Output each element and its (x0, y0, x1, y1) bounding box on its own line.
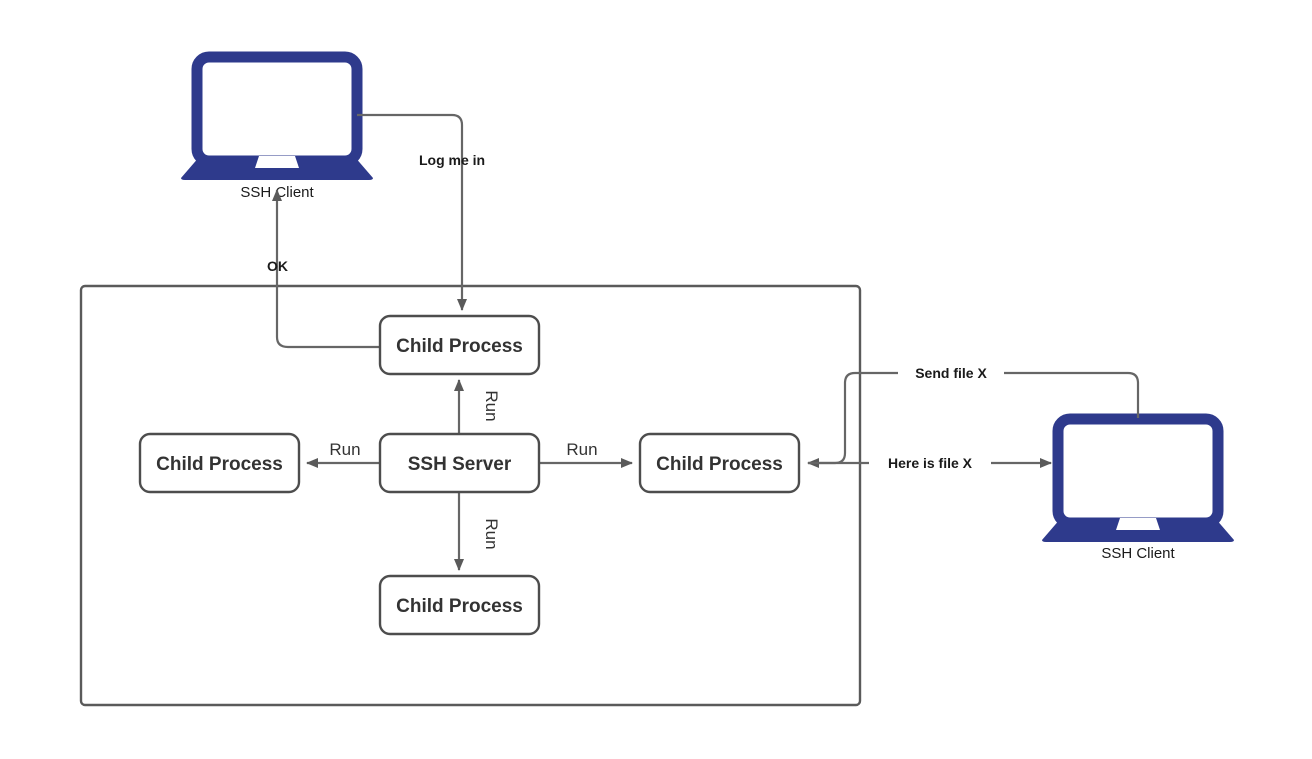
laptop-label-right: SSH Client (1101, 545, 1175, 562)
node-child-process-bottom[interactable]: Child Process (378, 574, 541, 636)
edge-label-run-up: Run (482, 390, 501, 421)
node-label: Child Process (156, 454, 283, 475)
node-label: Child Process (396, 336, 523, 357)
node-child-process-left[interactable]: Child Process (138, 432, 301, 494)
edge-send-file (807, 371, 1140, 468)
node-child-process-top[interactable]: Child Process (378, 314, 541, 376)
ssh-server-host-boundary (79, 284, 862, 707)
laptop-icon (1042, 413, 1234, 542)
edge-label-ok: OK (267, 258, 288, 274)
edge-log-me-in (357, 113, 467, 311)
node-ssh-server[interactable]: SSH Server (378, 432, 541, 494)
edge-label-run-down: Run (482, 518, 501, 549)
edge-ok (272, 189, 381, 349)
node-label: Child Process (656, 454, 783, 475)
edge-label-run-left: Run (329, 440, 360, 459)
edge-label-send-file: Send file X (915, 365, 987, 381)
edge-label-run-right: Run (566, 440, 597, 459)
edge-label-here-file: Here is file X (888, 455, 973, 471)
node-label: Child Process (396, 596, 523, 617)
laptop-icon (181, 51, 373, 180)
node-label: SSH Server (408, 454, 512, 475)
edge-label-log-me-in: Log me in (419, 152, 485, 168)
node-child-process-right[interactable]: Child Process (638, 432, 801, 494)
